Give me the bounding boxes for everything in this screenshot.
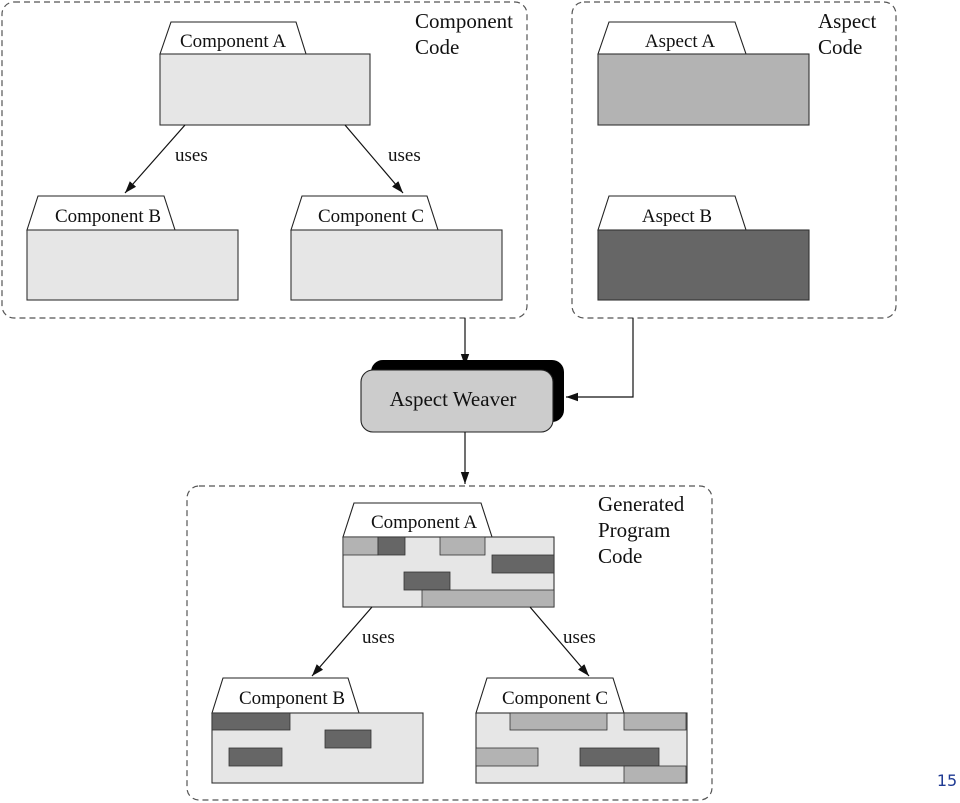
component-a-box: Component A: [159, 21, 371, 126]
aspect-a-fragment: [421, 589, 555, 608]
aspect-weaver-box: [360, 369, 554, 433]
aspect-b-fragment: [324, 729, 372, 749]
component-b-box: Component B: [26, 195, 239, 301]
generated-uses-label-a-to-c: uses: [563, 627, 596, 648]
generated-uses-arrow-a-to-c: [529, 606, 590, 677]
generated-component-c-box: Component C: [475, 677, 688, 784]
component-b-label: Component B: [55, 206, 161, 227]
aspect-weaver: Aspect Weaver: [360, 360, 564, 433]
generated-component-b-box: Component B: [211, 677, 424, 784]
component-c-label: Component C: [318, 206, 424, 227]
component-code-group: Component Code Component A uses uses Com…: [1, 1, 528, 319]
page-number: 15: [937, 771, 957, 790]
aspect-a-fragment: [623, 712, 687, 731]
component-code-boundary: [1, 1, 528, 319]
generated-component-a-box: Component A: [342, 502, 555, 608]
aspect-b-fragment: [377, 536, 406, 556]
aspect-b-fragment: [211, 712, 291, 731]
aspect-a-fragment: [509, 712, 608, 731]
uses-label-a-to-b: uses: [175, 145, 208, 166]
aspect-b-fragment: [491, 554, 555, 574]
generated-code-label-line-1: Generated: [598, 492, 685, 516]
generated-component-a-label: Component A: [371, 512, 477, 533]
component-code-label-line-2: Code: [415, 35, 459, 59]
aspect-weaver-label: Aspect Weaver: [390, 387, 517, 411]
aspect-a-fragment: [342, 536, 379, 556]
aspect-code-label-line-2: Code: [818, 35, 862, 59]
generated-code-boundary: [186, 485, 713, 801]
component-a-body: [159, 53, 371, 126]
aspect-code-label-line-1: Aspect: [818, 9, 876, 33]
aspect-b-box: Aspect B: [597, 195, 810, 301]
aspect-a-label: Aspect A: [645, 31, 715, 52]
component-code-label-line-1: Component: [415, 9, 513, 33]
component-c-box: Component C: [290, 195, 503, 301]
component-c-body: [290, 229, 503, 301]
aspect-code-group: Aspect Code Aspect A Aspect B: [571, 1, 897, 319]
generated-component-c-label: Component C: [502, 688, 608, 709]
uses-arrow-a-to-b: [124, 124, 186, 194]
aspect-a-box: Aspect A: [597, 21, 810, 126]
aspect-b-fragment: [579, 747, 660, 767]
aspect-b-fragment: [403, 571, 451, 591]
aspect-a-body: [597, 53, 810, 126]
aspect-a-fragment: [439, 536, 486, 556]
uses-arrow-a-to-c: [344, 124, 404, 194]
generated-component-b-label: Component B: [239, 688, 345, 709]
aspect-b-label: Aspect B: [642, 206, 712, 227]
aspect-a-fragment: [623, 765, 687, 784]
aspect-code-to-weaver-arrow: [566, 318, 634, 402]
generated-uses-arrow-a-to-b: [311, 606, 373, 677]
component-a-label: Component A: [180, 31, 286, 52]
generated-code-group: Generated Program Code Component A uses …: [186, 485, 713, 801]
generated-code-label-line-3: Code: [598, 544, 642, 568]
aspect-code-boundary: [571, 1, 897, 319]
component-b-body: [26, 229, 239, 301]
generated-code-label-line-2: Program: [598, 518, 670, 542]
aspect-b-fragment: [228, 747, 283, 767]
aspect-b-body: [597, 229, 810, 301]
aspect-a-fragment: [475, 747, 539, 767]
uses-label-a-to-c: uses: [388, 145, 421, 166]
generated-uses-label-a-to-b: uses: [362, 627, 395, 648]
